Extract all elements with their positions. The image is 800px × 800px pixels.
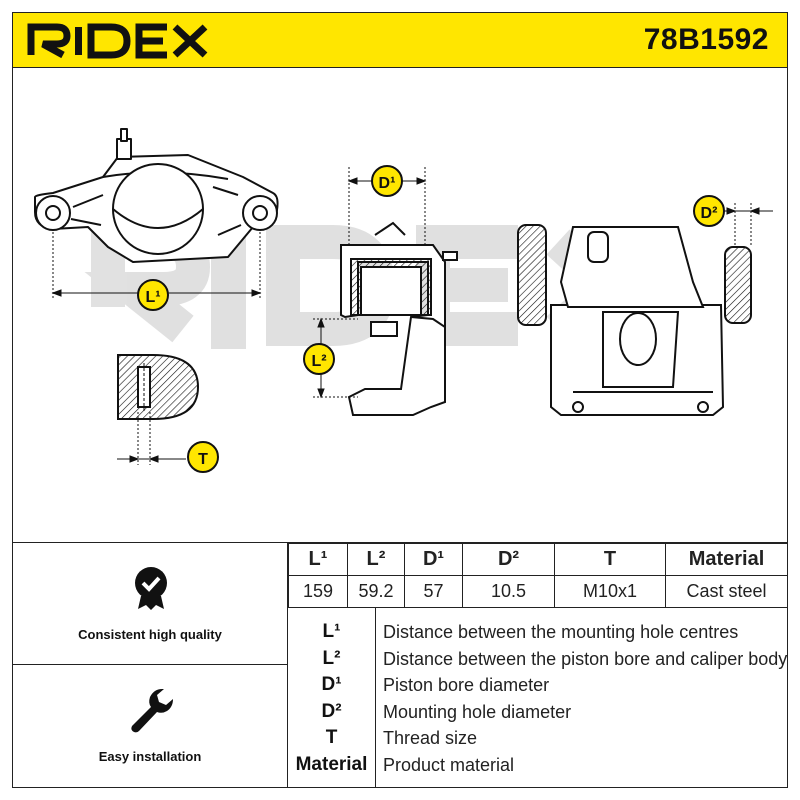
caliper-section-view bbox=[340, 221, 458, 416]
caliper-drawing: L¹ D¹ L² D² T bbox=[34, 128, 773, 473]
legend-row: L¹ Distance between the mounting hole ce… bbox=[288, 619, 788, 645]
dimension-l2 bbox=[313, 317, 358, 399]
legend-description: Piston bore diameter bbox=[383, 675, 550, 695]
legend-row: Material Product material bbox=[288, 752, 788, 778]
badge-t: T bbox=[187, 441, 219, 473]
feature-quality: Consistent high quality bbox=[13, 543, 288, 665]
legend-row: T Thread size bbox=[288, 725, 788, 751]
legend-symbol: L² bbox=[322, 648, 341, 669]
dimension-legend: L¹ Distance between the mounting hole ce… bbox=[288, 607, 788, 787]
svg-text:D¹: D¹ bbox=[379, 175, 396, 192]
wrench-icon bbox=[131, 689, 173, 733]
badge-l1: L¹ bbox=[137, 279, 169, 311]
spec-header-row: L¹ L² D¹ D² T Material bbox=[288, 543, 788, 576]
spec-header-cell: L¹ bbox=[288, 543, 348, 576]
spec-value-cell: Cast steel bbox=[665, 575, 788, 608]
caliper-front-view bbox=[34, 128, 279, 263]
svg-text:T: T bbox=[198, 451, 208, 468]
part-number: 78B1592 bbox=[643, 23, 769, 56]
dimension-t bbox=[117, 412, 186, 465]
spec-header-cell: D² bbox=[462, 543, 555, 576]
dimension-d2 bbox=[723, 203, 773, 247]
spec-value-cell: 57 bbox=[404, 575, 463, 608]
legend-symbol: D² bbox=[321, 701, 342, 722]
caliper-rear-view bbox=[517, 224, 752, 416]
spec-header-cell: Material bbox=[665, 543, 788, 576]
feature-quality-label: Consistent high quality bbox=[78, 627, 222, 642]
legend-description: Thread size bbox=[383, 728, 478, 748]
legend-row: L² Distance between the piston bore and … bbox=[288, 646, 788, 672]
svg-text:L²: L² bbox=[311, 353, 326, 370]
legend-symbol: D¹ bbox=[321, 674, 342, 695]
thread-detail bbox=[117, 354, 200, 420]
svg-text:L¹: L¹ bbox=[145, 289, 160, 306]
spec-panel: Consistent high quality Easy installatio… bbox=[12, 542, 788, 788]
spec-value-row: 159 59.2 57 10.5 M10x1 Cast steel bbox=[288, 575, 788, 608]
legend-description: Product material bbox=[383, 755, 515, 775]
legend-row: D¹ Piston bore diameter bbox=[288, 672, 788, 698]
badge-d1: D¹ bbox=[371, 165, 403, 197]
badge-d2: D² bbox=[693, 195, 725, 227]
ridex-logo bbox=[27, 23, 208, 59]
svg-text:D²: D² bbox=[701, 205, 718, 222]
spec-value-cell: 159 bbox=[288, 575, 348, 608]
legend-description: Distance between the mounting hole centr… bbox=[383, 622, 739, 642]
spec-header-cell: D¹ bbox=[404, 543, 463, 576]
legend-symbol: Material bbox=[295, 754, 368, 775]
header-bar: 78B1592 bbox=[12, 12, 788, 68]
legend-symbol: L¹ bbox=[322, 621, 341, 642]
technical-drawing: L¹ D¹ L² D² T bbox=[12, 67, 788, 542]
legend-description: Distance between the piston bore and cal… bbox=[383, 649, 788, 669]
spec-header-cell: L² bbox=[347, 543, 405, 576]
legend-row: D² Mounting hole diameter bbox=[288, 699, 788, 725]
spec-header-cell: T bbox=[554, 543, 666, 576]
feature-installation: Easy installation bbox=[13, 665, 288, 787]
legend-description: Mounting hole diameter bbox=[383, 702, 572, 722]
spec-value-cell: 59.2 bbox=[347, 575, 405, 608]
spec-value-cell: M10x1 bbox=[554, 575, 666, 608]
spec-table: L¹ L² D¹ D² T Material 159 59.2 57 10.5 … bbox=[288, 543, 788, 608]
feature-installation-label: Easy installation bbox=[98, 749, 202, 764]
legend-divider bbox=[375, 607, 376, 787]
badge-l2: L² bbox=[303, 343, 335, 375]
badge-check-icon bbox=[135, 567, 167, 610]
spec-value-cell: 10.5 bbox=[462, 575, 555, 608]
legend-symbol: T bbox=[325, 727, 338, 748]
